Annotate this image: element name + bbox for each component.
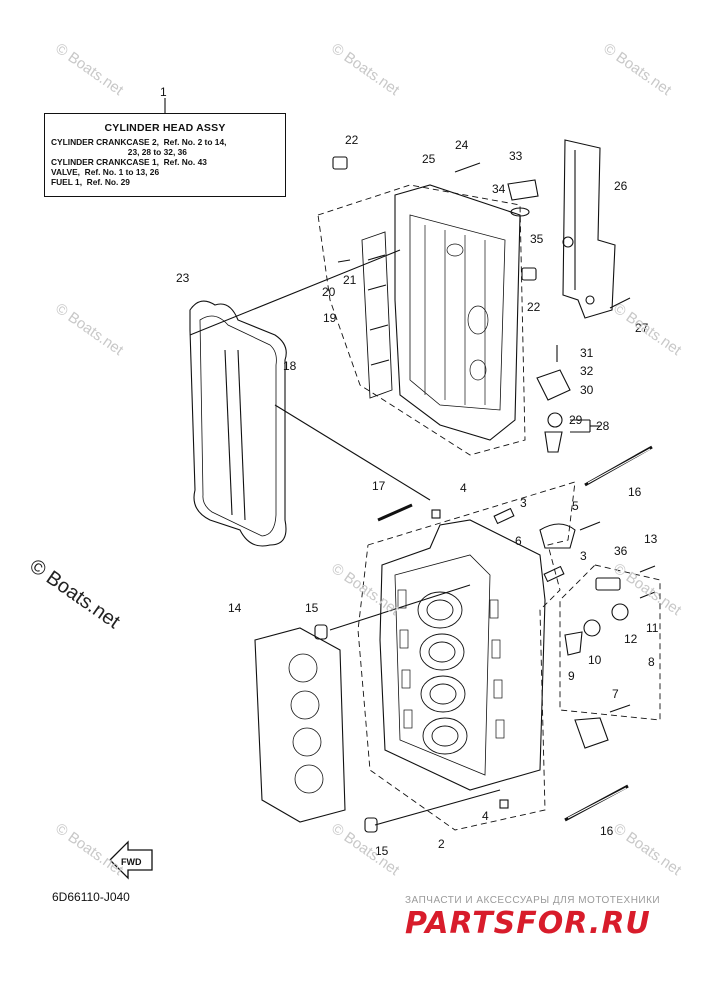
callout-24: 24 xyxy=(455,138,469,152)
callout-17: 17 xyxy=(372,479,386,493)
brand-logo: PARTSFOR.RU xyxy=(405,906,651,941)
brand-tagline: ЗАПЧАСТИ И АКСЕССУАРЫ ДЛЯ МОТОТЕХНИКИ xyxy=(405,895,661,906)
info-box: CYLINDER HEAD ASSY CYLINDER CRANKCASE 2,… xyxy=(44,113,286,197)
callout-18: 18 xyxy=(283,359,297,373)
callout-2: 2 xyxy=(438,837,445,851)
info-box-line: 23, 28 to 32, 36 xyxy=(51,147,187,157)
callout-11: 11 xyxy=(646,621,659,635)
callout-36: 36 xyxy=(614,544,628,558)
callout-15b: 15 xyxy=(375,844,389,858)
callout-6: 6 xyxy=(515,534,522,548)
fwd-label: FWD xyxy=(121,857,142,867)
callout-19: 19 xyxy=(323,311,337,325)
info-box-title: CYLINDER HEAD ASSY xyxy=(104,122,226,134)
callout-1: 1 xyxy=(160,85,167,99)
callout-7: 7 xyxy=(612,687,619,701)
callout-23: 23 xyxy=(176,271,190,285)
callout-21: 21 xyxy=(343,273,357,287)
callout-33: 33 xyxy=(509,149,523,163)
callout-25: 25 xyxy=(422,152,436,166)
callout-12: 12 xyxy=(624,632,638,646)
callout-14: 14 xyxy=(228,601,242,615)
callout-16b: 16 xyxy=(600,824,614,838)
info-box-line: CYLINDER CRANKCASE 1, Ref. No. 43 xyxy=(51,157,207,167)
callout-8: 8 xyxy=(648,655,655,669)
callout-32: 32 xyxy=(580,364,594,378)
callout-29: 29 xyxy=(569,413,583,427)
callout-22: 22 xyxy=(345,133,359,147)
callout-3b: 3 xyxy=(580,549,587,563)
callout-13: 13 xyxy=(644,532,658,546)
callout-31: 31 xyxy=(580,346,594,360)
callout-26: 26 xyxy=(614,179,628,193)
callout-10: 10 xyxy=(588,653,602,667)
callout-34: 34 xyxy=(492,182,506,196)
callout-30: 30 xyxy=(580,383,594,397)
callout-27: 27 xyxy=(635,321,649,335)
callout-28: 28 xyxy=(596,419,610,433)
callout-15: 15 xyxy=(305,601,319,615)
info-box-line: VALVE, Ref. No. 1 to 13, 26 xyxy=(51,167,160,177)
callout-3: 3 xyxy=(520,496,527,510)
info-box-line: CYLINDER CRANKCASE 2, Ref. No. 2 to 14, xyxy=(51,137,227,147)
callout-22b: 22 xyxy=(527,300,541,314)
callout-16: 16 xyxy=(628,485,642,499)
callout-5: 5 xyxy=(572,499,579,513)
info-box-line: FUEL 1, Ref. No. 29 xyxy=(51,177,130,187)
diagram-code: 6D66110-J040 xyxy=(52,890,130,904)
callout-9: 9 xyxy=(568,669,575,683)
callout-4b: 4 xyxy=(482,809,489,823)
callout-20: 20 xyxy=(322,285,336,299)
callout-35: 35 xyxy=(530,232,544,246)
callout-4: 4 xyxy=(460,481,467,495)
